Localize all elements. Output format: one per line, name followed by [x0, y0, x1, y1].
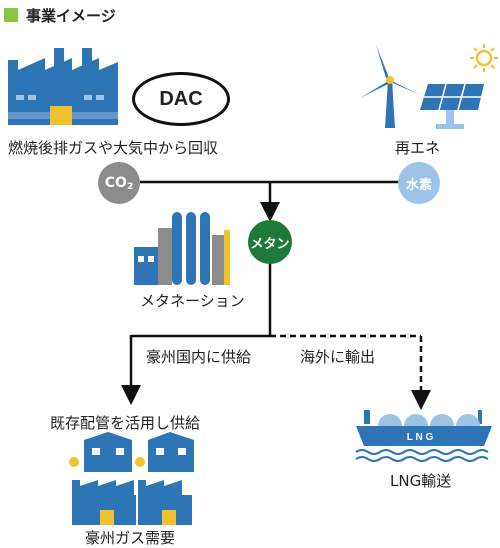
co2-label: CO: [104, 175, 127, 191]
methane-node: メタン: [248, 220, 292, 264]
hydrogen-label: 水素: [405, 177, 432, 193]
ship-text: L N G: [407, 432, 434, 443]
hydrogen-node: 水素: [398, 162, 440, 204]
demand-label: 豪州ガス需要: [85, 529, 176, 547]
domestic-label: 豪州国内に供給: [146, 348, 252, 366]
methanation-label: メタネーション: [140, 292, 245, 310]
co2-subscript: 2: [126, 182, 134, 192]
renewable-label: 再エネ: [395, 139, 441, 157]
dac-label: DAC: [159, 87, 203, 110]
lng-transport-label: LNG輸送: [390, 472, 452, 490]
existing-pipeline-label: 既存配管を活用し供給: [50, 414, 201, 432]
section-title: 事業イメージ: [26, 7, 116, 25]
capture-label: 燃焼後排ガスや大気中から回収: [8, 139, 219, 157]
export-label: 海外に輸出: [300, 348, 376, 366]
methane-label: メタン: [250, 236, 290, 252]
legend-square: [4, 8, 18, 22]
dac-oval: DAC: [132, 72, 230, 126]
